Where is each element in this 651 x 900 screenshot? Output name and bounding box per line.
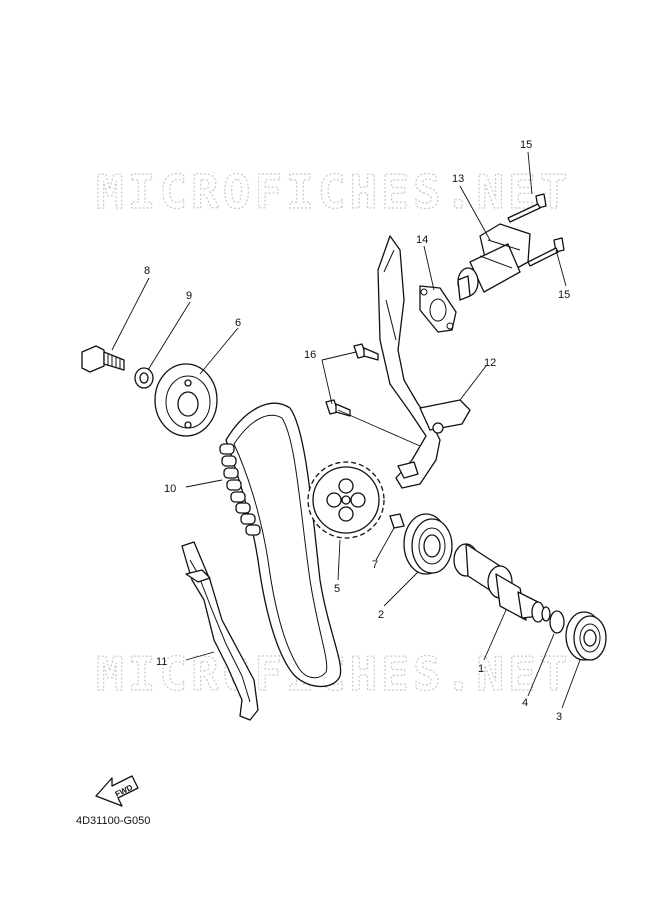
bolt-part-15-upper[interactable] xyxy=(507,193,547,223)
cam-chain-part-10[interactable] xyxy=(219,402,342,688)
chain-links xyxy=(219,443,261,536)
diagram-reference-code: 4D31100-G050 xyxy=(76,815,150,827)
bearing-part-3[interactable] xyxy=(565,611,607,661)
cam-sprocket-part-5[interactable] xyxy=(307,461,385,539)
callout-11: 11 xyxy=(156,656,167,668)
callout-15-top: 15 xyxy=(520,139,532,151)
tensioner-guide-part-12[interactable] xyxy=(377,235,471,489)
plate-part-6[interactable] xyxy=(154,363,218,437)
bolt-part-16-upper[interactable] xyxy=(353,343,379,361)
washer-part-9[interactable] xyxy=(134,367,154,389)
callout-7: 7 xyxy=(372,559,378,571)
forward-direction-arrow: FWD xyxy=(95,775,139,807)
callout-13: 13 xyxy=(452,173,464,185)
callout-12: 12 xyxy=(484,357,496,369)
camshaft-part-1[interactable] xyxy=(453,543,551,623)
callout-9: 9 xyxy=(186,290,192,302)
leader-lines xyxy=(111,151,581,709)
callout-4: 4 xyxy=(522,697,528,709)
callout-14: 14 xyxy=(416,234,428,246)
bolt-part-16-lower[interactable] xyxy=(325,399,351,417)
bolt-part-8[interactable] xyxy=(81,345,125,373)
callout-8: 8 xyxy=(144,265,150,277)
callouts: 8 9 6 10 11 5 7 2 1 4 3 12 16 14 13 15 1… xyxy=(144,139,570,723)
watermark-top: MICROFICHES.NET xyxy=(96,165,571,219)
callout-15-right: 15 xyxy=(558,289,570,301)
callout-5: 5 xyxy=(334,583,340,595)
callout-10: 10 xyxy=(164,483,176,495)
callout-6: 6 xyxy=(235,317,241,329)
dowel-pin-part-7[interactable] xyxy=(389,513,405,529)
callout-16: 16 xyxy=(304,349,316,361)
bearing-part-2[interactable] xyxy=(403,513,453,575)
tensioner-part-13[interactable] xyxy=(457,223,531,301)
callout-3: 3 xyxy=(556,711,562,723)
bolt-part-15-lower[interactable] xyxy=(527,237,565,267)
chain-guide-part-11[interactable] xyxy=(181,541,259,721)
callout-1: 1 xyxy=(478,663,484,675)
callout-2: 2 xyxy=(378,609,384,621)
gasket-part-14[interactable] xyxy=(419,285,457,333)
circlip-part-4[interactable] xyxy=(549,610,565,634)
